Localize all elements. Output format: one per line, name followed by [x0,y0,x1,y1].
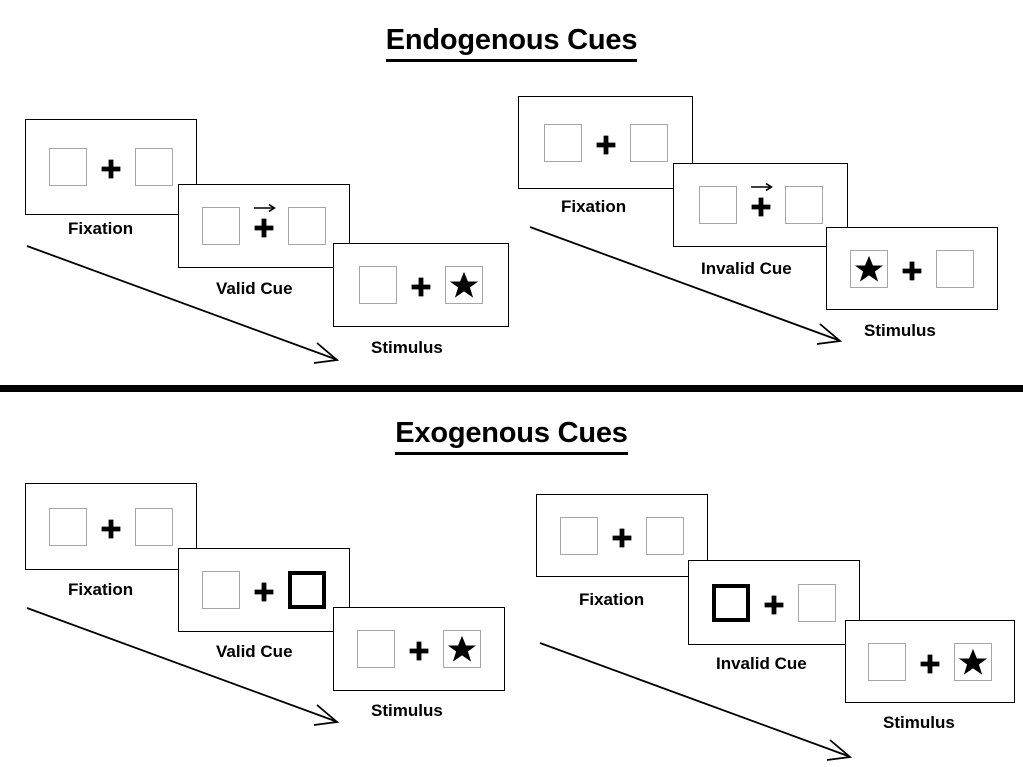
stimulus-box-left[interactable] [202,571,240,609]
fixation-cross-with-cue [750,182,773,217]
panel-caption-stimulus: Stimulus [371,701,443,720]
fixation-cross-with-cue [254,203,276,238]
stimulus-box-right-target[interactable] [443,630,481,668]
panel-caption-invalid-cue: Invalid Cue [716,654,807,673]
fixation-cross [902,257,922,281]
plus-icon [254,218,274,238]
diagonal-arrow-icon [529,226,843,345]
panel-fixation[interactable] [25,483,197,570]
panel-stimulus[interactable] [845,620,1015,703]
stimulus-box-right[interactable] [798,583,836,622]
plus-icon [254,582,274,602]
plus-icon [902,261,922,280]
star-icon [447,635,477,662]
section-title-endogenous: Endogenous Cues [0,24,1023,62]
panel-invalid-cue[interactable] [688,560,860,645]
stimulus-box-left-target[interactable] [850,249,888,288]
stimulus-box-right-target[interactable] [954,642,992,681]
plus-icon [612,528,632,547]
plus-icon [411,277,431,297]
panel-fixation[interactable] [25,119,197,215]
panel-caption-fixation: Fixation [579,590,645,609]
stimulus-box-left[interactable] [543,123,582,162]
panel-caption-invalid-cue: Invalid Cue [701,259,792,278]
stimulus-box-left[interactable] [49,507,87,546]
panel-caption-valid-cue: Valid Cue [216,279,293,298]
stimulus-box-right[interactable] [135,507,173,546]
fixation-cross [764,591,784,615]
stimulus-box-right[interactable] [135,148,173,186]
plus-icon [764,595,784,614]
stimulus-box-right[interactable] [646,516,684,555]
section-divider [0,385,1023,392]
fixation-cross [596,131,616,155]
stimulus-box-right-cued[interactable] [288,571,326,609]
plus-icon [920,654,940,673]
stimulus-box-left[interactable] [868,642,906,681]
panel-fixation[interactable] [536,494,708,577]
stimulus-box-left-cued[interactable] [712,583,750,622]
diagonal-arrow-icon [26,607,340,726]
plus-icon [409,641,429,661]
panel-caption-fixation: Fixation [561,197,627,216]
stimulus-box-left[interactable] [359,266,397,304]
fixation-cross [101,515,121,539]
stimulus-box-right[interactable] [288,207,326,245]
panel-stimulus[interactable] [333,607,505,691]
plus-icon [101,519,121,538]
panel-caption-valid-cue: Valid Cue [216,642,293,661]
section-title-endogenous-text: Endogenous Cues [385,24,637,62]
fixation-cross [409,637,429,661]
panel-caption-stimulus: Stimulus [883,713,955,732]
panel-stimulus[interactable] [826,227,998,310]
panel-caption-stimulus: Stimulus [371,338,443,357]
section-title-exogenous: Exogenous Cues [0,417,1023,455]
fixation-cross [411,273,431,297]
stimulus-box-right[interactable] [936,249,974,288]
stimulus-box-right[interactable] [784,186,823,224]
stimulus-box-right[interactable] [629,123,668,162]
stimulus-box-left[interactable] [560,516,598,555]
panel-caption-fixation: Fixation [68,580,134,599]
star-icon [958,648,988,675]
right-arrow-icon [254,203,276,213]
stimulus-box-left[interactable] [357,630,395,668]
star-icon [854,255,884,282]
stimulus-box-right-target[interactable] [445,266,483,304]
fixation-cross [254,578,274,602]
panel-caption-stimulus: Stimulus [864,321,936,340]
panel-caption-fixation: Fixation [68,219,134,238]
panel-valid-cue[interactable] [178,548,350,632]
panel-valid-cue[interactable] [178,184,350,268]
diagonal-arrow-icon [26,245,340,364]
panel-invalid-cue[interactable] [673,163,848,247]
section-title-exogenous-text: Exogenous Cues [395,417,628,455]
plus-icon [101,159,121,179]
stimulus-box-left[interactable] [698,186,737,224]
star-icon [449,271,479,298]
panel-stimulus[interactable] [333,243,509,327]
stimulus-box-left[interactable] [49,148,87,186]
panel-fixation[interactable] [518,96,693,189]
right-arrow-icon [750,182,773,192]
stimulus-box-left[interactable] [202,207,240,245]
plus-icon [751,197,770,217]
plus-icon [596,135,615,154]
fixation-cross [612,524,632,548]
fixation-cross [101,155,121,179]
fixation-cross [920,650,940,674]
diagonal-arrow-icon [539,642,853,761]
